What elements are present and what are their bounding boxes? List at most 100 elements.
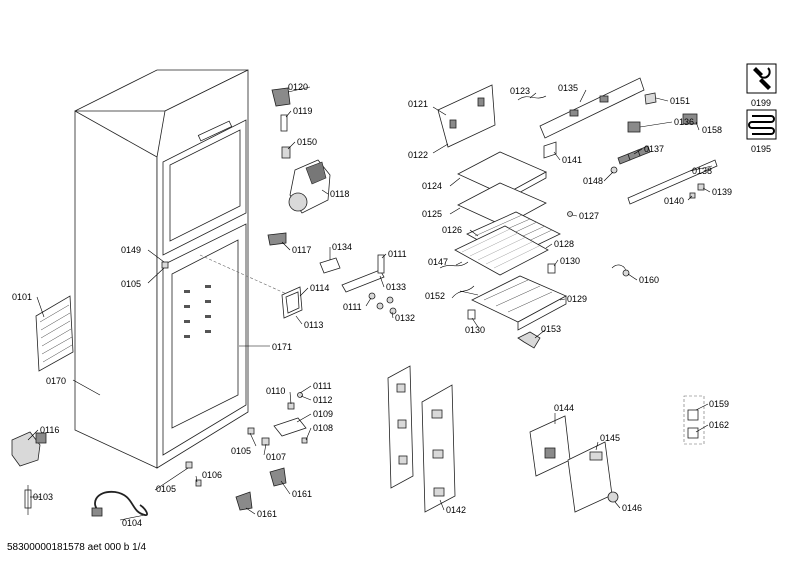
label-0112: 0112 — [313, 395, 332, 405]
part-0151-clip — [644, 92, 657, 105]
tool-icon — [746, 63, 777, 94]
part-0130-clips — [467, 263, 556, 320]
part-number-labels: 0101 0170 0149 0105 0171 0116 0103 0104 … — [12, 82, 771, 528]
label-0113: 0113 — [304, 320, 323, 330]
label-0105: 0105 — [121, 279, 141, 289]
label-0119: 0119 — [293, 106, 312, 116]
part-0120-lamp-housing — [271, 87, 291, 107]
part-0121-rear-panel — [437, 84, 496, 148]
label-0122: 0122 — [408, 150, 428, 160]
label-0108: 0108 — [313, 423, 333, 433]
small-hardware-parts — [161, 261, 308, 511]
label-0105: 0105 — [231, 446, 251, 456]
label-0130: 0130 — [465, 325, 485, 335]
label-0109: 0109 — [313, 409, 333, 419]
label-0152: 0152 — [425, 291, 445, 301]
label-0106: 0106 — [202, 470, 222, 480]
label-0158: 0158 — [702, 125, 722, 135]
part-0159-0162-labels — [683, 395, 705, 445]
part-0153-drain — [517, 331, 541, 349]
label-0110: 0110 — [266, 386, 285, 396]
part-0139-0140-clips — [689, 183, 705, 199]
label-0101: 0101 — [12, 292, 32, 302]
label-0160: 0160 — [639, 275, 659, 285]
label-0142: 0142 — [446, 505, 466, 515]
part-0127-screw — [567, 211, 573, 217]
part-0133-rail — [341, 254, 385, 293]
label-0161: 0161 — [257, 509, 277, 519]
label-0133: 0133 — [386, 282, 406, 292]
refrigerator-cabinet — [74, 69, 301, 469]
label-0105: 0105 — [156, 484, 176, 494]
part-0119-lamp — [280, 114, 288, 132]
part-0117-bracket — [267, 232, 287, 246]
label-0171: 0171 — [272, 342, 292, 352]
part-0147-heater-wire — [439, 261, 469, 269]
label-0111: 0111 — [388, 249, 407, 259]
label-0138: 0138 — [692, 166, 712, 176]
label-0111: 0111 — [343, 302, 362, 312]
label-0103: 0103 — [33, 492, 53, 502]
label-0128: 0128 — [554, 239, 574, 249]
label-0170: 0170 — [46, 376, 66, 386]
part-0136-switch — [627, 121, 641, 133]
label-0127: 0127 — [579, 211, 599, 221]
drawing-code: 58300000181578 aet 000 b 1/4 — [7, 542, 147, 553]
label-0161: 0161 — [292, 489, 312, 499]
part-0128-insulation — [454, 225, 549, 276]
part-0138-trim — [627, 159, 718, 205]
label-0134: 0134 — [332, 242, 352, 252]
label-0140: 0140 — [664, 196, 684, 206]
part-0142-door-hinge-bracket — [387, 365, 456, 513]
label-0125: 0125 — [422, 209, 442, 219]
label-0123: 0123 — [510, 86, 530, 96]
part-0137-button-set — [610, 145, 651, 174]
label-0150: 0150 — [297, 137, 317, 147]
label-0129: 0129 — [567, 294, 587, 304]
part-0158-connector — [682, 113, 698, 125]
label-0118: 0118 — [330, 189, 349, 199]
part-0160-sensor — [611, 264, 630, 277]
label-0114: 0114 — [310, 283, 329, 293]
part-0129-drip-tray — [471, 275, 567, 331]
part-0118-fan-motor — [288, 159, 331, 214]
label-0145: 0145 — [600, 433, 620, 443]
label-0159: 0159 — [709, 399, 729, 409]
part-0145-hinge-cover — [567, 441, 613, 513]
part-0116-relay — [11, 431, 47, 467]
part-0125-glass-shelf — [457, 182, 547, 227]
label-0149: 0149 — [121, 245, 141, 255]
label-0116: 0116 — [40, 425, 59, 435]
part-0103-sensor — [24, 485, 32, 515]
label-0137: 0137 — [644, 144, 664, 154]
label-0107: 0107 — [266, 452, 286, 462]
part-0101-rear-grille — [35, 295, 74, 372]
part-0114-cover — [281, 286, 303, 319]
label-0139: 0139 — [712, 187, 732, 197]
label-0121: 0121 — [408, 99, 428, 109]
coil-icon — [746, 109, 777, 140]
part-0141-plate — [543, 141, 557, 159]
part-0134-holder — [319, 257, 341, 274]
part-0146-hinge-pin — [607, 491, 619, 503]
part-0104-power-cord — [91, 491, 148, 517]
label-0130: 0130 — [560, 256, 580, 266]
part-0123-wire — [517, 95, 547, 101]
label-0195: 0195 — [751, 144, 771, 154]
label-0111: 0111 — [313, 381, 332, 391]
label-0199: 0199 — [751, 98, 771, 108]
label-0151: 0151 — [670, 96, 690, 106]
label-0162: 0162 — [709, 420, 729, 430]
label-0126: 0126 — [442, 225, 462, 235]
part-0144-hinge-cover — [529, 415, 571, 477]
label-0148: 0148 — [583, 176, 603, 186]
label-0132: 0132 — [395, 313, 415, 323]
part-0150-switch — [281, 146, 291, 159]
label-0147: 0147 — [428, 257, 448, 267]
label-0117: 0117 — [292, 245, 311, 255]
part-0135-control-panel — [539, 77, 645, 139]
label-0136: 0136 — [674, 117, 694, 127]
label-0135: 0135 — [558, 83, 578, 93]
label-0153: 0153 — [541, 324, 561, 334]
